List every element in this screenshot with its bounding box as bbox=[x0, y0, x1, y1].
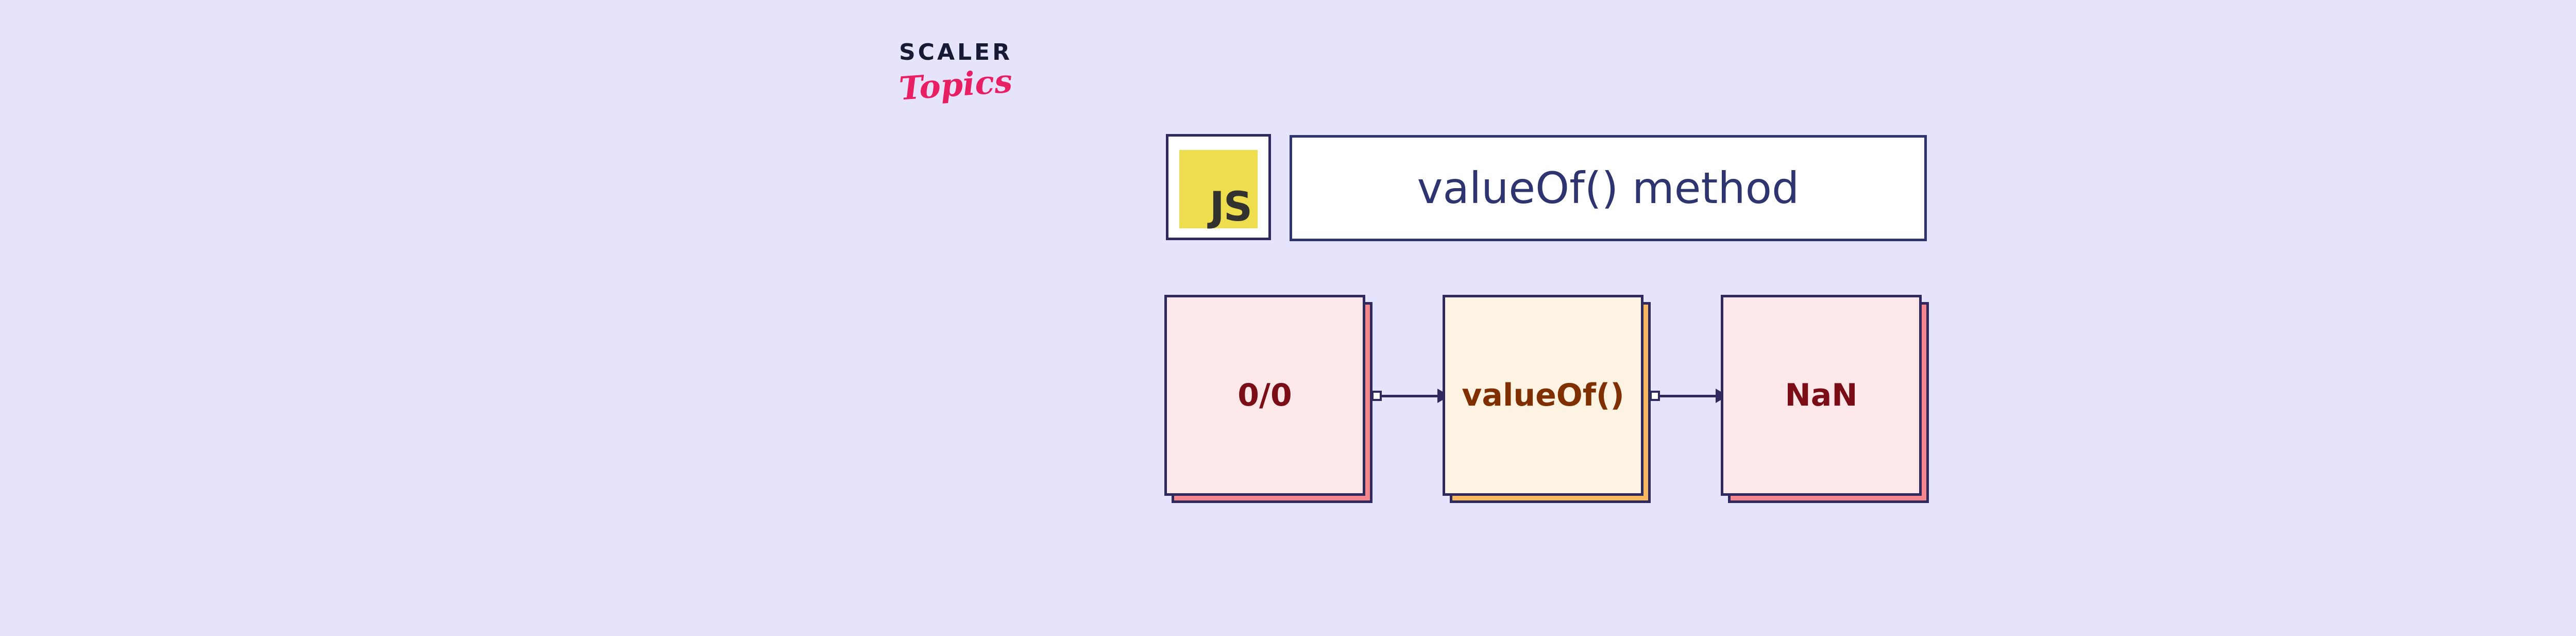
js-icon: JS bbox=[1179, 150, 1258, 228]
javascript-logo-badge: JS bbox=[1166, 134, 1271, 240]
flow-step-input: 0/0 bbox=[1164, 295, 1372, 503]
connector-line bbox=[1660, 394, 1716, 397]
logo-wordmark-topics: Topics bbox=[897, 62, 1014, 108]
connector-input-to-method bbox=[1371, 388, 1450, 404]
js-icon-label: JS bbox=[1209, 184, 1252, 230]
flow-step-method: valueOf() bbox=[1443, 295, 1651, 503]
logo-wordmark-scaler: SCALER bbox=[899, 39, 1012, 65]
connector-method-to-output bbox=[1650, 388, 1728, 404]
connector-start-knob-icon bbox=[1650, 391, 1660, 401]
flow-step-face: 0/0 bbox=[1164, 295, 1365, 496]
flow-step-output: NaN bbox=[1721, 295, 1929, 503]
connector-start-knob-icon bbox=[1371, 391, 1382, 401]
flow-step-label: valueOf() bbox=[1462, 377, 1624, 413]
flow-step-face: valueOf() bbox=[1443, 295, 1643, 496]
flow-step-face: NaN bbox=[1721, 295, 1922, 496]
flow-step-label: 0/0 bbox=[1238, 377, 1292, 413]
title-banner: valueOf() method bbox=[1290, 135, 1927, 241]
connector-line bbox=[1382, 394, 1438, 397]
scaler-topics-logo: SCALER Topics bbox=[878, 41, 1033, 137]
page-title: valueOf() method bbox=[1417, 163, 1800, 213]
flow-step-label: NaN bbox=[1785, 377, 1858, 413]
